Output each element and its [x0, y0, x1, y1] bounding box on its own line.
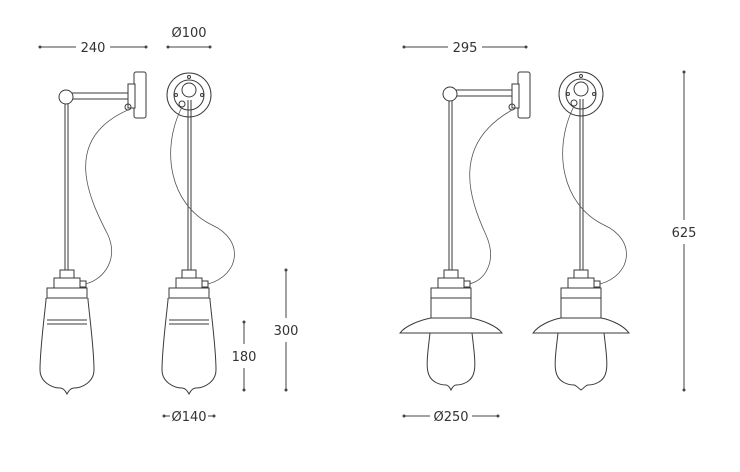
label-large-arm-width: 295 [453, 41, 478, 56]
large-lampholder-body [437, 277, 465, 289]
large-lampholder-cap [443, 269, 459, 279]
large-gallery-ring [430, 287, 472, 299]
dim-295-end-right [524, 45, 528, 49]
wall-plate [133, 71, 147, 119]
dimension-lines [38, 45, 686, 418]
dim-240-end-right [144, 45, 148, 49]
dim-180-end-top [242, 320, 246, 324]
large-wall-plate-face [558, 71, 604, 117]
large-glass-shade [426, 332, 476, 392]
dim-250-end-left [402, 414, 406, 418]
arm-socket [181, 82, 197, 98]
large-screw-right [592, 92, 596, 96]
arm-knuckle [58, 89, 74, 105]
label-small-glass-height: 180 [232, 350, 257, 365]
label-small-lamp-height: 300 [274, 324, 299, 339]
dim-625-end-top [682, 70, 686, 74]
dim-300-end-bottom [284, 388, 288, 392]
large-arm-knuckle [442, 86, 458, 102]
large-lamp-front-view [532, 71, 630, 391]
wall-plate-face [166, 72, 212, 118]
dimension-labels: 240 Ø100 Ø140 180 300 295 Ø250 625 [81, 26, 697, 425]
large-front-power-cable [562, 105, 627, 285]
gallery-ring [46, 287, 88, 299]
small-lamp-side-view [39, 71, 147, 396]
label-total-height: 625 [672, 226, 697, 241]
large-screw-left [566, 92, 570, 96]
dim-180-end-bottom [242, 388, 246, 392]
small-lamp-front-view [161, 72, 235, 396]
large-front-hat-shade [532, 317, 630, 334]
label-small-plate-diameter: Ø100 [171, 26, 206, 41]
large-lamp-side-view [399, 71, 531, 392]
dim-140-end-right [212, 414, 216, 418]
large-power-cable [467, 109, 513, 285]
label-small-shade-diameter: Ø140 [171, 410, 206, 425]
front-gallery-ring [168, 287, 210, 299]
dim-240-end-left [38, 45, 42, 49]
large-front-lampholder-body [567, 277, 595, 289]
large-front-lampholder-cap [573, 269, 589, 279]
power-cable [83, 109, 129, 285]
screw-left [174, 93, 178, 97]
cable-entry [79, 280, 87, 288]
large-wall-plate [517, 71, 531, 119]
dim-100-end-left [166, 45, 170, 49]
label-large-shade-diameter: Ø250 [433, 410, 468, 425]
screw-right [200, 93, 204, 97]
front-glass-shade [161, 298, 217, 396]
dim-295-end-left [402, 45, 406, 49]
large-hat-shade [399, 317, 503, 334]
front-lampholder-cap [181, 269, 197, 279]
large-front-gallery-ring [560, 287, 602, 299]
dim-625-end-bottom [682, 388, 686, 392]
lampholder-body [53, 277, 81, 289]
large-front-cable-entry [593, 280, 601, 288]
glass-shade [39, 298, 95, 396]
front-cable-entry [201, 280, 209, 288]
label-small-arm-width: 240 [81, 41, 106, 56]
large-arm-socket [573, 81, 589, 97]
screw-top [187, 75, 191, 79]
dim-100-end-right [208, 45, 212, 49]
front-lampholder-body [175, 277, 203, 289]
front-power-cable [170, 106, 235, 285]
wall-plate-boss [127, 83, 136, 109]
dim-140-end-left [162, 414, 166, 418]
large-cable-entry [463, 280, 471, 288]
dim-300-end-top [284, 268, 288, 272]
dim-250-end-right [496, 414, 500, 418]
large-front-glass-shade [554, 332, 608, 391]
lampholder-cap [59, 269, 75, 279]
large-screw-top [579, 74, 583, 78]
